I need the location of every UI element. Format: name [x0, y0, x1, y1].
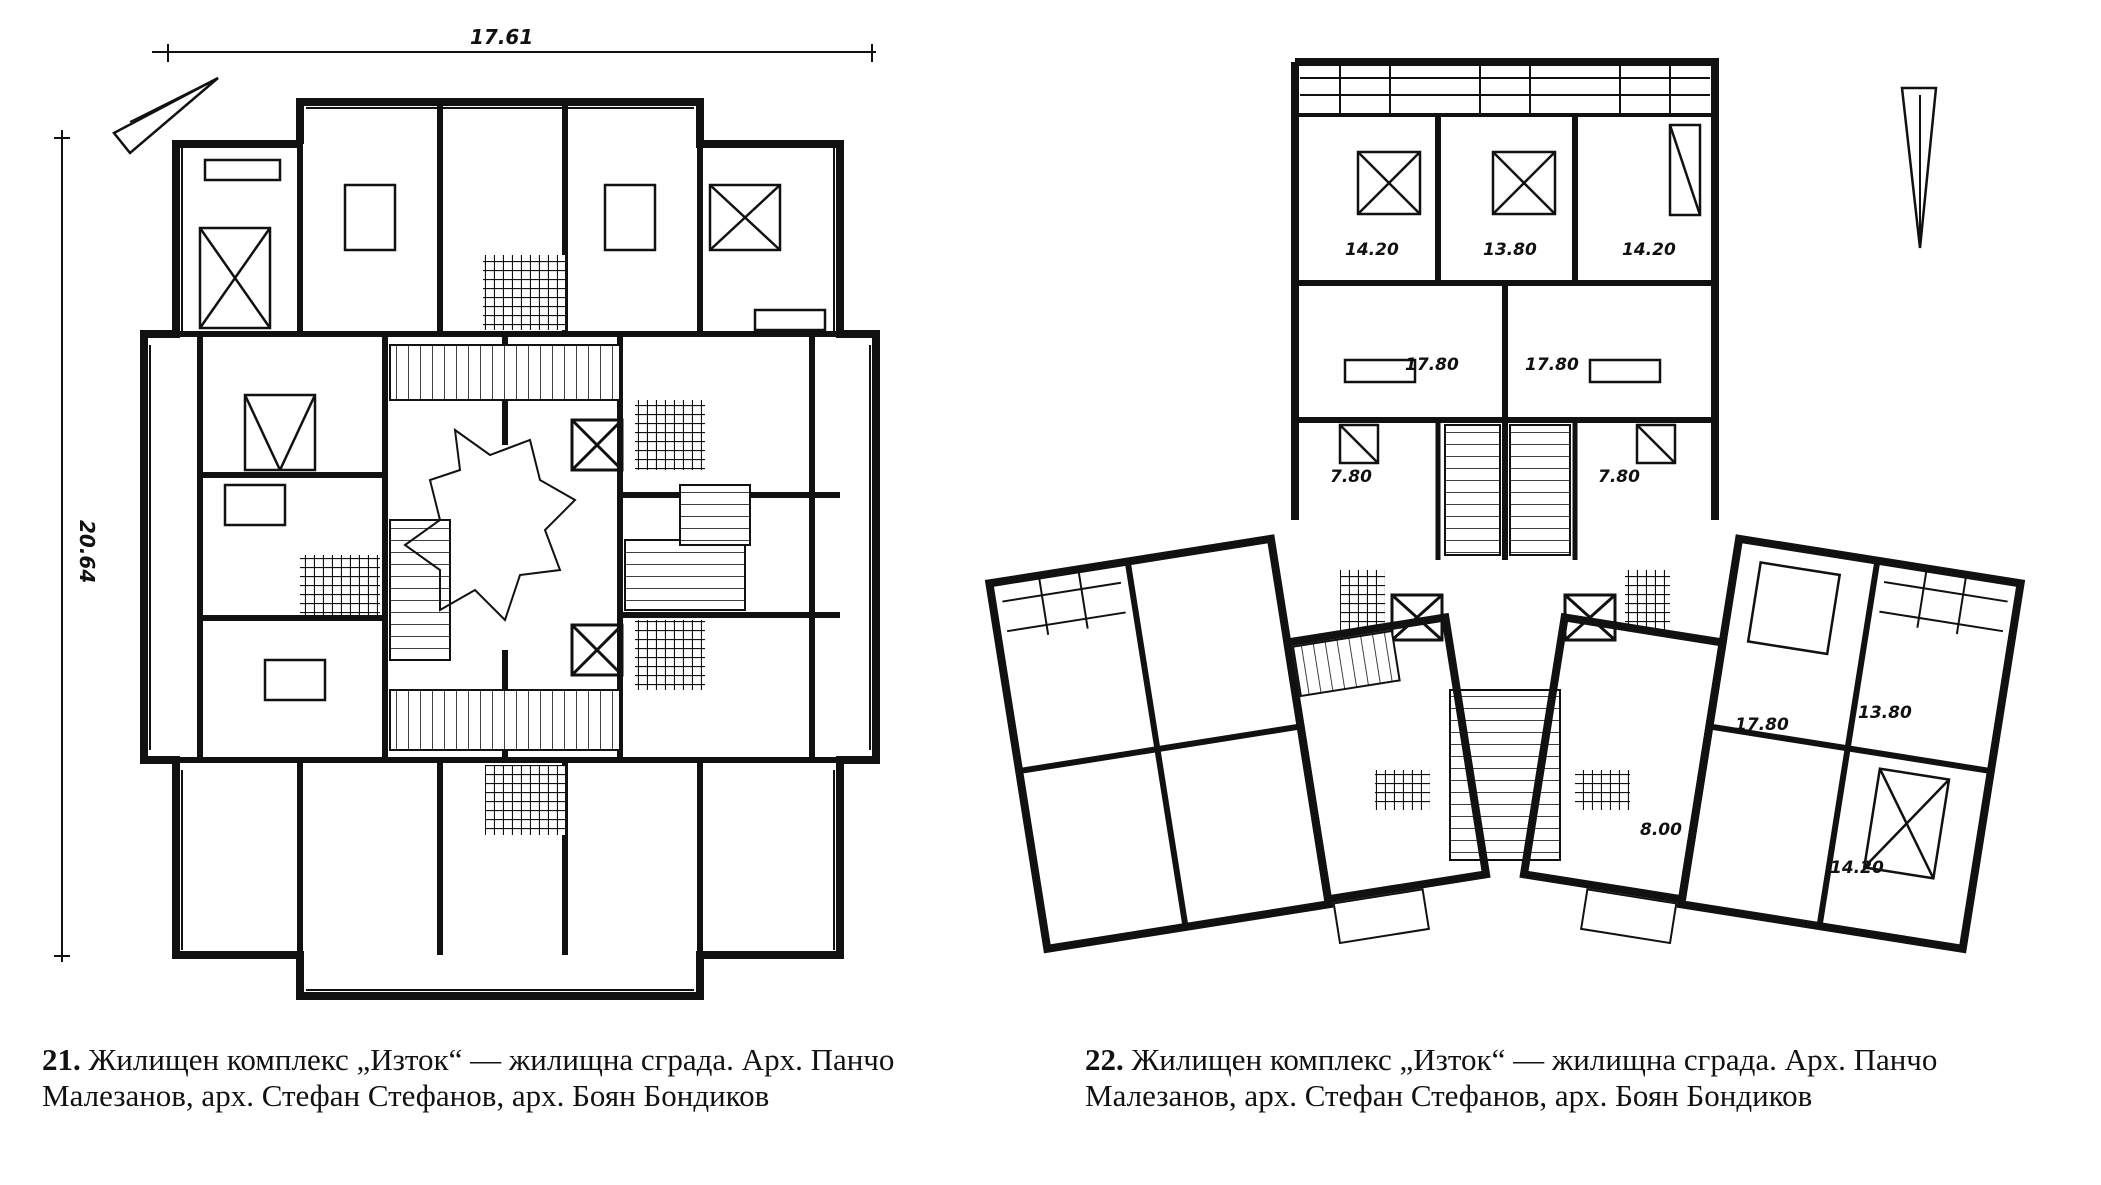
room-area-11: 14.20 — [1830, 858, 1884, 878]
left-wing — [984, 534, 1491, 954]
dimension-width: 17.61 — [152, 25, 876, 62]
caption-number: 22. — [1085, 1042, 1124, 1077]
caption-number: 21. — [42, 1042, 81, 1077]
room-area-2: 13.80 — [1483, 240, 1537, 260]
lift-shafts — [570, 418, 624, 677]
central-hall — [403, 427, 577, 622]
north-arrow-icon — [112, 76, 219, 155]
plan-22: 14.20 13.80 14.20 17.80 17.80 7.80 7.80 … — [984, 58, 2026, 954]
top-balconies — [1300, 62, 1710, 115]
window-lines — [149, 107, 871, 991]
dimension-width-label: 17.61 — [470, 25, 533, 49]
room-area-7: 7.80 — [1598, 467, 1640, 487]
plan-21: 17.61 20.64 — [54, 25, 880, 1000]
tower-furniture — [1338, 123, 1702, 465]
stair-core-left — [1444, 424, 1501, 556]
bathroom-tiles — [300, 255, 705, 835]
figure-caption-21: 21. Жилищен комплекс „Изток“ — жилищна с… — [42, 1042, 1002, 1114]
stairs — [389, 344, 751, 751]
furniture — [198, 158, 827, 702]
north-arrow-icon — [1900, 86, 1938, 249]
room-area-1: 14.20 — [1345, 240, 1399, 260]
room-area-6: 7.80 — [1330, 467, 1372, 487]
room-area-8: 17.80 — [1735, 715, 1789, 735]
room-area-9: 13.80 — [1858, 703, 1912, 723]
floor-plans-figure: 17.61 20.64 — [54, 25, 2026, 1000]
bathroom-tiles — [1340, 570, 1670, 810]
dimension-height: 20.64 — [54, 130, 99, 962]
stair-core-right — [1509, 424, 1571, 556]
room-area-10: 8.00 — [1640, 820, 1682, 840]
room-area-4: 17.80 — [1405, 355, 1459, 375]
room-area-labels: 14.20 13.80 14.20 17.80 17.80 7.80 7.80 … — [1330, 240, 1912, 878]
dimension-height-label: 20.64 — [75, 520, 99, 583]
figure-caption-22: 22. Жилищен комплекс „Изток“ — жилищна с… — [1085, 1042, 2045, 1114]
caption-text: Жилищен комплекс „Изток“ — жилищна сград… — [1085, 1042, 1938, 1113]
room-area-5: 17.80 — [1525, 355, 1579, 375]
room-area-3: 14.20 — [1622, 240, 1676, 260]
caption-text: Жилищен комплекс „Изток“ — жилищна сград… — [42, 1042, 895, 1113]
central-tower-walls — [1291, 58, 1719, 560]
right-wing — [1519, 534, 2026, 954]
